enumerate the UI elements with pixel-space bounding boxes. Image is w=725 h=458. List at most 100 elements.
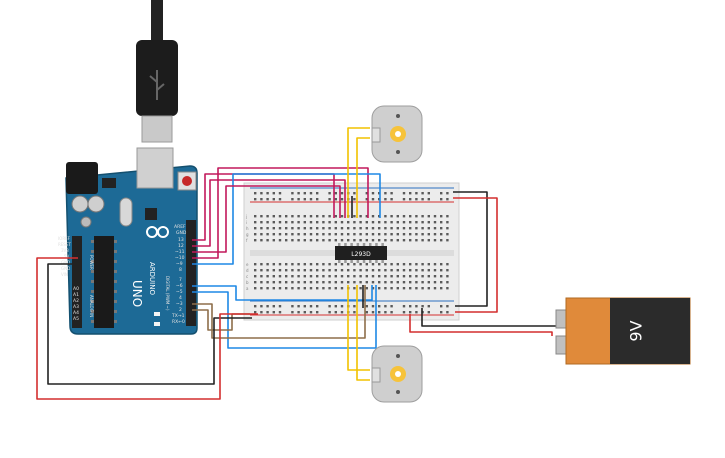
breadboard-hole[interactable] (260, 287, 263, 290)
breadboard-hole[interactable] (328, 305, 331, 308)
breadboard-hole[interactable] (260, 198, 263, 201)
wire-magenta-pin11[interactable] (192, 185, 341, 253)
breadboard-hole[interactable] (402, 305, 406, 308)
breadboard-hole[interactable] (409, 287, 412, 290)
breadboard-hole[interactable] (334, 233, 337, 236)
breadboard-hole[interactable] (446, 192, 449, 195)
breadboard-hole[interactable] (415, 215, 418, 218)
breadboard-hole[interactable] (297, 233, 300, 236)
breadboard-hole[interactable] (266, 215, 269, 218)
breadboard-hole[interactable] (266, 275, 269, 278)
breadboard-hole[interactable] (353, 233, 356, 236)
breadboard-hole[interactable] (340, 221, 344, 224)
breadboard-hole[interactable] (266, 281, 269, 284)
wire-yellow-top-motor-b[interactable] (356, 137, 370, 218)
breadboard-hole[interactable] (440, 233, 443, 236)
breadboard-hole[interactable] (396, 281, 399, 284)
breadboard-hole[interactable] (347, 275, 350, 278)
breadboard-hole[interactable] (427, 227, 430, 230)
breadboard-hole[interactable] (303, 239, 306, 242)
l293d-driver-chip[interactable]: L293D (335, 243, 387, 263)
breadboard-hole[interactable] (291, 305, 294, 308)
breadboard-hole[interactable] (378, 275, 381, 278)
breadboard-hole[interactable] (328, 263, 331, 266)
breadboard-hole[interactable] (303, 233, 306, 236)
breadboard-hole[interactable] (278, 281, 282, 284)
breadboard-hole[interactable] (378, 263, 381, 266)
breadboard-hole[interactable] (278, 192, 282, 195)
breadboard-hole[interactable] (396, 221, 399, 224)
breadboard-hole[interactable] (334, 305, 337, 308)
breadboard-hole[interactable] (322, 215, 325, 218)
breadboard-hole[interactable] (278, 287, 282, 290)
breadboard-hole[interactable] (427, 263, 430, 266)
breadboard-hole[interactable] (378, 269, 381, 272)
breadboard-hole[interactable] (328, 233, 331, 236)
breadboard-hole[interactable] (421, 281, 424, 284)
breadboard-hole[interactable] (409, 215, 412, 218)
breadboard-hole[interactable] (390, 215, 393, 218)
breadboard-hole[interactable] (446, 221, 449, 224)
breadboard-hole[interactable] (328, 192, 331, 195)
breadboard-hole[interactable] (359, 233, 362, 236)
breadboard-hole[interactable] (322, 269, 325, 272)
breadboard-hole[interactable] (309, 269, 313, 272)
breadboard-hole[interactable] (365, 198, 368, 201)
breadboard-hole[interactable] (365, 263, 368, 266)
breadboard-hole[interactable] (322, 221, 325, 224)
breadboard-hole[interactable] (371, 221, 375, 224)
breadboard-hole[interactable] (278, 269, 282, 272)
breadboard-hole[interactable] (365, 305, 368, 308)
wire-red-5v[interactable] (36, 257, 258, 400)
breadboard-hole[interactable] (260, 275, 263, 278)
breadboard-hole[interactable] (272, 269, 275, 272)
breadboard-hole[interactable] (384, 239, 387, 242)
breadboard-hole[interactable] (297, 215, 300, 218)
breadboard-hole[interactable] (427, 305, 430, 308)
breadboard-hole[interactable] (415, 275, 418, 278)
breadboard-hole[interactable] (309, 227, 313, 230)
breadboard-hole[interactable] (384, 269, 387, 272)
breadboard-hole[interactable] (297, 269, 300, 272)
breadboard-hole[interactable] (347, 281, 350, 284)
breadboard-hole[interactable] (421, 269, 424, 272)
breadboard-hole[interactable] (322, 275, 325, 278)
breadboard-hole[interactable] (427, 198, 430, 201)
breadboard-hole[interactable] (396, 287, 399, 290)
breadboard-hole[interactable] (371, 215, 375, 218)
breadboard-hole[interactable] (334, 215, 337, 218)
breadboard-hole[interactable] (278, 263, 282, 266)
breadboard-hole[interactable] (415, 233, 418, 236)
breadboard-hole[interactable] (371, 239, 375, 242)
wires[interactable] (36, 127, 558, 400)
breadboard-hole[interactable] (384, 287, 387, 290)
breadboard-hole[interactable] (440, 287, 443, 290)
breadboard-hole[interactable] (365, 221, 368, 224)
breadboard-hole[interactable] (427, 287, 430, 290)
breadboard-hole[interactable] (254, 239, 257, 242)
breadboard-hole[interactable] (328, 287, 331, 290)
breadboard-hole[interactable] (440, 263, 443, 266)
breadboard-hole[interactable] (278, 239, 282, 242)
breadboard-hole[interactable] (409, 275, 412, 278)
breadboard-hole[interactable] (353, 221, 356, 224)
breadboard-hole[interactable] (421, 221, 424, 224)
breadboard-hole[interactable] (303, 275, 306, 278)
wire-magenta-pin13[interactable] (192, 173, 335, 241)
breadboard-hole[interactable] (390, 233, 393, 236)
breadboard-hole[interactable] (285, 215, 288, 218)
breadboard-hole[interactable] (303, 221, 306, 224)
breadboard-hole[interactable] (278, 305, 282, 308)
breadboard-hole[interactable] (378, 239, 381, 242)
breadboard-hole[interactable] (347, 227, 350, 230)
breadboard-hole[interactable] (421, 233, 424, 236)
breadboard-hole[interactable] (390, 269, 393, 272)
power-analog-header[interactable] (72, 236, 82, 328)
breadboard-hole[interactable] (390, 305, 393, 308)
breadboard-hole[interactable] (266, 263, 269, 266)
breadboard-hole[interactable] (440, 305, 443, 308)
breadboard-hole[interactable] (260, 215, 263, 218)
breadboard-hole[interactable] (297, 263, 300, 266)
breadboard-hole[interactable] (371, 227, 375, 230)
